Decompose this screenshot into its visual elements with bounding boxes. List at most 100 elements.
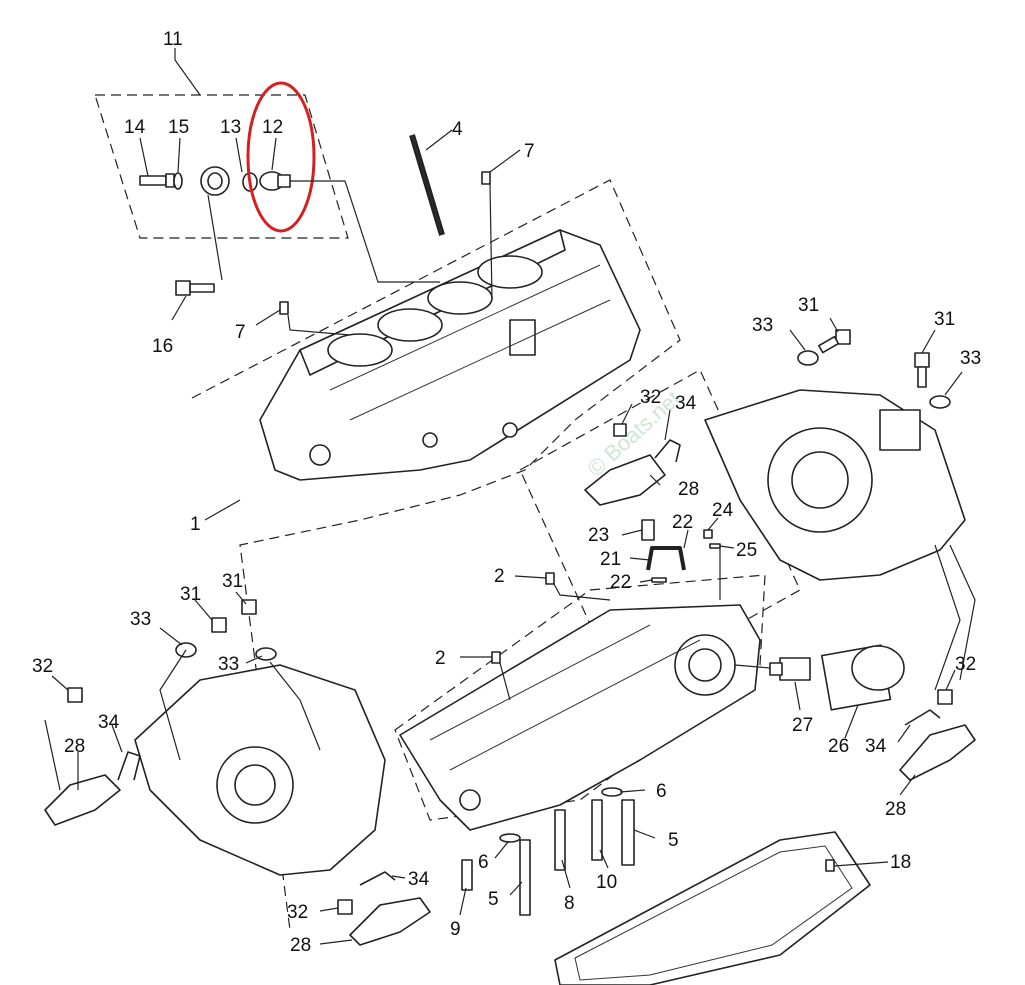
cover-28-right	[899, 689, 976, 781]
leader-lines	[44, 48, 976, 945]
callout-31-left-a: 31	[180, 584, 201, 605]
cover-28-upper	[584, 423, 666, 506]
lower-crankcase	[399, 604, 761, 831]
bolt-5-right	[621, 799, 635, 866]
cylinder-block	[259, 229, 641, 481]
callout-34-upper: 34	[675, 393, 697, 414]
pipe-21	[646, 546, 686, 571]
plug-24	[703, 529, 713, 539]
callout-11: 11	[163, 29, 183, 50]
callout-15: 15	[168, 117, 189, 138]
group-box-11	[94, 94, 349, 239]
plug-12	[259, 171, 291, 191]
callout-18: 18	[890, 852, 911, 873]
callout-34-lower: 34	[408, 869, 430, 890]
bolt-23	[641, 519, 655, 541]
dowel-2a	[545, 572, 555, 585]
callout-labels: 11 14 15 13 12 4 7 7 16 1 33 31 31 33 32…	[32, 29, 981, 956]
callout-2-lower: 2	[435, 648, 446, 669]
cover-28-left	[44, 774, 121, 826]
washer-15	[173, 172, 183, 190]
callout-28-right: 28	[885, 799, 906, 820]
callout-16: 16	[152, 336, 173, 357]
clip-34-left	[117, 751, 141, 781]
callout-14: 14	[124, 117, 146, 138]
callout-2-upper: 2	[494, 566, 505, 587]
group-box-right-cover	[519, 369, 801, 691]
callout-13: 13	[220, 117, 241, 138]
cover-28-lower	[337, 897, 431, 946]
bolt-16	[175, 280, 215, 296]
callout-1: 1	[190, 514, 201, 535]
union-27	[769, 657, 811, 681]
right-cover	[704, 389, 966, 581]
dowel-7-left	[279, 301, 289, 315]
callout-4: 4	[452, 119, 463, 140]
clip-34-lower	[359, 871, 396, 886]
callout-5-right: 5	[668, 830, 679, 851]
bolt-5-left	[519, 839, 531, 916]
washer-25	[709, 543, 721, 549]
callout-31-right-a: 31	[798, 295, 819, 316]
group-box-1	[191, 179, 681, 931]
callout-24: 24	[712, 500, 734, 521]
oring-22	[651, 577, 667, 583]
callout-32-upper: 32	[640, 387, 661, 408]
callout-31-right-b: 31	[934, 309, 955, 330]
callout-33-left-a: 33	[130, 609, 151, 630]
callout-12: 12	[262, 117, 283, 138]
callout-28-upper: 28	[678, 479, 699, 500]
callout-7-top: 7	[524, 141, 535, 162]
bolt-10	[591, 799, 603, 861]
callout-6-right: 6	[656, 781, 667, 802]
callout-31-left-b: 31	[222, 571, 243, 592]
callout-25: 25	[736, 540, 757, 561]
callout-9: 9	[450, 919, 461, 940]
highlight-ring	[246, 81, 316, 233]
oil-pan-gasket	[554, 831, 871, 985]
callout-26: 26	[828, 736, 849, 757]
bolt-32-left	[67, 687, 83, 703]
dowel-2b	[491, 651, 501, 664]
callout-7-left: 7	[235, 322, 246, 343]
callout-32-lower: 32	[287, 902, 308, 923]
callout-21: 21	[600, 549, 621, 570]
bolt-14	[139, 173, 175, 188]
callout-6-left: 6	[478, 852, 489, 873]
callout-33-left-b: 33	[218, 654, 239, 675]
callout-22-bottom: 22	[610, 572, 631, 593]
callout-34-right: 34	[865, 736, 887, 757]
washer-33-left-b	[255, 647, 277, 661]
callout-28-lower: 28	[290, 935, 311, 956]
bolt-31-right-a	[818, 329, 851, 354]
callout-33-right-a: 33	[752, 315, 773, 336]
dowel-7-top	[481, 171, 491, 185]
oring-6-left	[499, 833, 521, 843]
bolt-31-left-a	[211, 617, 227, 633]
clip-34-upper	[654, 439, 681, 463]
callout-23: 23	[588, 525, 609, 546]
washer-33-right-b	[929, 395, 951, 409]
stud-4	[409, 134, 445, 236]
clip-34-right	[904, 709, 941, 726]
callout-32-right: 32	[955, 654, 976, 675]
oil-filter-26	[820, 644, 905, 711]
callout-34-left: 34	[98, 712, 120, 733]
seal-13	[200, 166, 258, 196]
callout-5-left: 5	[488, 889, 499, 910]
callout-27: 27	[792, 715, 813, 736]
callout-8: 8	[564, 893, 575, 914]
callout-32-left: 32	[32, 656, 53, 677]
callout-28-left: 28	[64, 736, 85, 757]
callout-33-right-b: 33	[960, 348, 981, 369]
left-cover	[134, 664, 386, 876]
washer-33-right-a	[797, 350, 819, 366]
dowel-18	[825, 859, 835, 872]
callout-22-top: 22	[672, 512, 693, 533]
bolt-31-right-b	[914, 352, 930, 388]
group-box-2	[394, 574, 766, 821]
oring-6-right	[601, 787, 623, 797]
bolt-8	[554, 809, 566, 871]
callout-10: 10	[596, 872, 617, 893]
